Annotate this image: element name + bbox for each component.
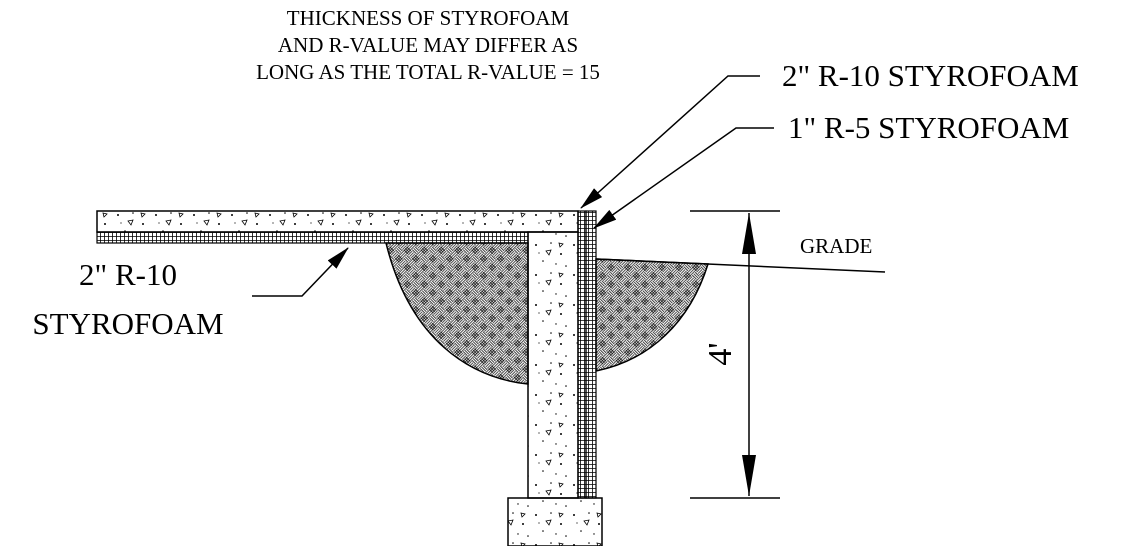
dimension-arrow-top [742, 213, 756, 254]
slab-insulation [96, 231, 529, 244]
grade-label: GRADE [800, 234, 872, 258]
note-line-1: THICKNESS OF STYROFOAM [287, 6, 570, 30]
note-line-2: AND R-VALUE MAY DIFFER AS [278, 33, 578, 57]
leader-slab [252, 247, 349, 297]
dimension-label: 4' [702, 342, 739, 365]
foundation-wall [527, 231, 579, 499]
callout-wall-outer: 2" R-10 STYROFOAM [782, 58, 1079, 93]
note-line-3: LONG AS THE TOTAL R-VALUE = 15 [256, 60, 600, 84]
leader-wall-inner [593, 127, 774, 229]
wall-insulation-outer [585, 210, 597, 499]
backfill-interior [385, 242, 529, 385]
callout-slab-line-2: STYROFOAM [32, 306, 223, 341]
grade-line [595, 258, 886, 273]
callout-slab-line-1: 2" R-10 [79, 257, 177, 292]
wall-insulation-inner [577, 210, 587, 499]
leader-wall-outer [580, 75, 760, 209]
dimension-arrow-bottom [742, 455, 756, 496]
footing [507, 497, 603, 546]
floor-slab [96, 210, 579, 233]
backfill-exterior [595, 258, 710, 372]
callout-wall-inner: 1" R-5 STYROFOAM [788, 110, 1069, 145]
